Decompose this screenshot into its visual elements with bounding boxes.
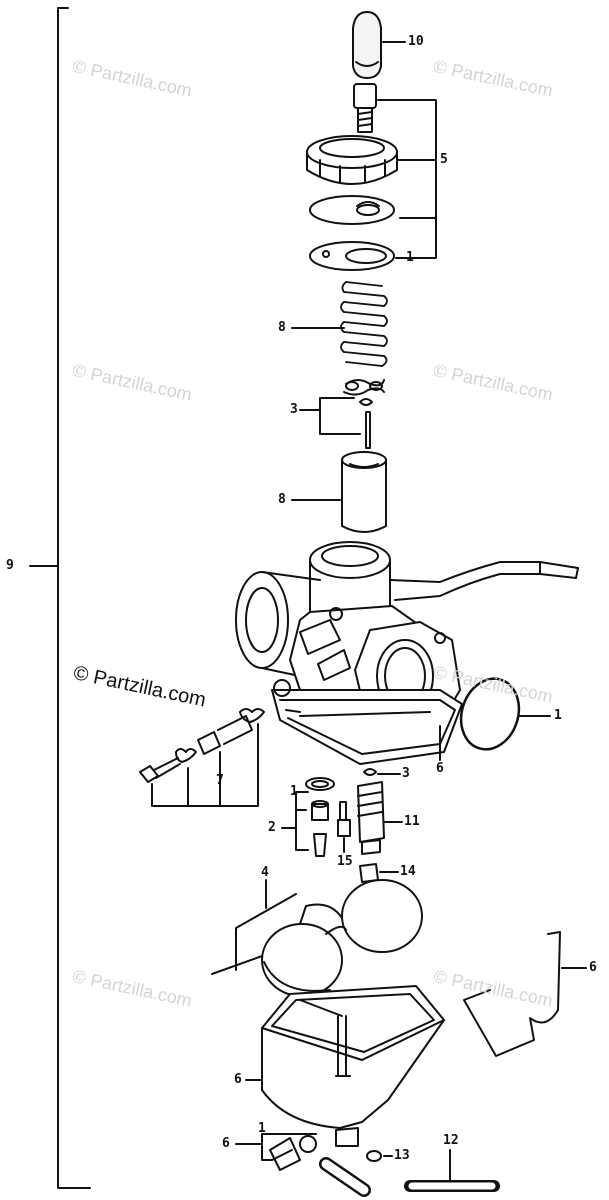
main-jet-part: [359, 863, 379, 883]
callout-8: 8: [278, 492, 286, 507]
callout-2: 2: [268, 820, 276, 835]
throttle-spring-part: [340, 281, 388, 367]
needle-retainer-part: [343, 379, 385, 449]
callout-3: 3: [402, 766, 410, 781]
throttle-slide-part: [341, 451, 387, 533]
callout-13: 13: [394, 1148, 410, 1163]
needle-jet-part: [357, 781, 385, 855]
callout-6: 6: [589, 960, 597, 975]
top-ring-nut-part: [306, 135, 398, 185]
cable-adjuster-part: [353, 83, 377, 133]
pilot-screw-set-part: [139, 708, 265, 783]
flange-o-ring-part: [459, 677, 521, 751]
drain-plug-part: [269, 1135, 317, 1171]
callout-14: 14: [400, 864, 416, 879]
callout-6: 6: [222, 1136, 230, 1151]
callout-5: 5: [440, 152, 448, 167]
callout-3: 3: [290, 402, 298, 417]
callout-7: 7: [216, 773, 224, 788]
callout-1: 1: [554, 708, 562, 723]
callout-1: 1: [290, 784, 298, 799]
top-cap-part: [309, 195, 395, 225]
float-part: [261, 879, 423, 997]
callout-15: 15: [337, 854, 353, 869]
assembly-bracket: [57, 7, 91, 1189]
callout-10: 10: [408, 34, 424, 49]
overflow-wire-part: [463, 931, 561, 1057]
float-valve-part: [305, 777, 335, 857]
small-o-ring-part: [366, 1150, 382, 1162]
callout-9: 9: [6, 558, 14, 573]
float-bowl-part: [261, 985, 445, 1147]
carburetor-body-part: [235, 541, 579, 765]
callout-6: 6: [436, 761, 444, 776]
callout-12: 12: [443, 1133, 459, 1148]
rubber-cap-part: [352, 11, 382, 79]
callout-6: 6: [234, 1072, 242, 1087]
top-gasket-part: [309, 241, 395, 271]
callout-11: 11: [404, 814, 420, 829]
slow-jet-part: [337, 801, 351, 837]
callout-8: 8: [278, 320, 286, 335]
callout-1: 1: [258, 1121, 266, 1136]
callout-4: 4: [261, 865, 269, 880]
callout-1: 1: [406, 250, 414, 265]
